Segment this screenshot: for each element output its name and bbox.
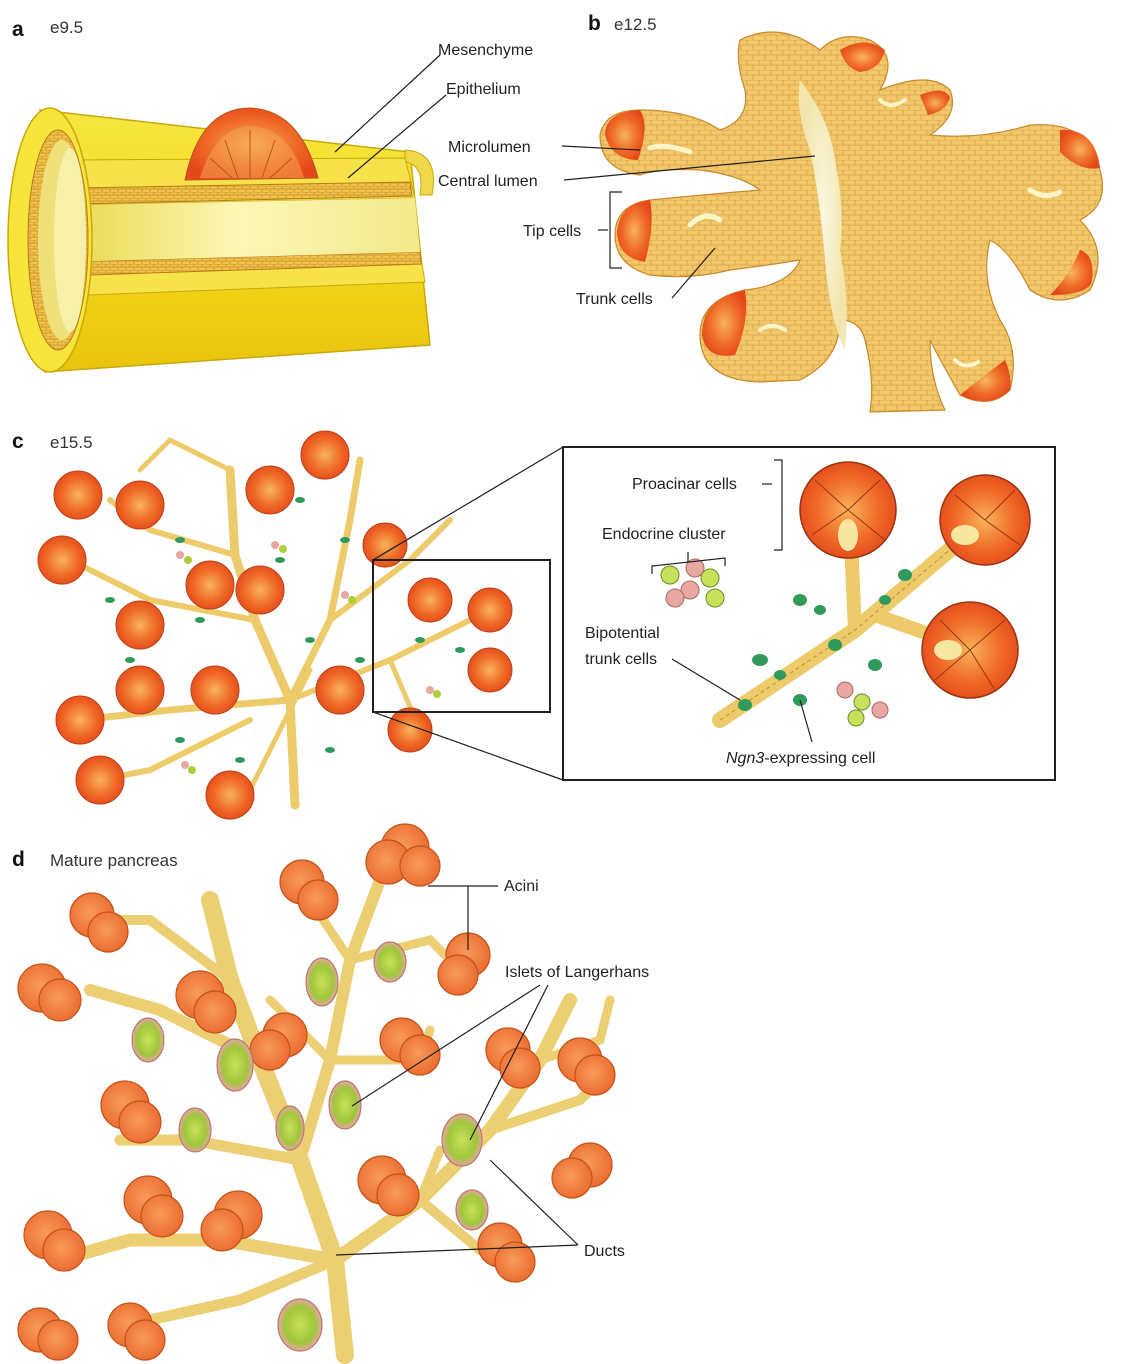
panel-c-stage: e15.5 xyxy=(50,433,93,452)
ngn3-label-rest: -expressing cell xyxy=(764,750,875,767)
acinus xyxy=(478,1223,535,1282)
proacinar-label: Proacinar cells xyxy=(632,476,737,493)
panel-c-letter: c xyxy=(12,430,24,453)
acinus xyxy=(24,1211,85,1271)
acinus xyxy=(70,893,128,952)
acinus xyxy=(101,1081,161,1143)
panel-a-stage: e9.5 xyxy=(50,18,83,37)
mesenchyme-label: Mesenchyme xyxy=(438,42,533,59)
acini-label: Acini xyxy=(504,878,539,895)
endocrine-cluster-label: Endocrine cluster xyxy=(602,526,726,543)
acinus xyxy=(552,1143,612,1198)
islet xyxy=(442,1114,482,1166)
tip-cells-label: Tip cells xyxy=(523,223,581,240)
acinus xyxy=(366,824,440,886)
bipotential-label-1: Bipotential xyxy=(585,625,660,642)
panel-d: d Mature pancreas xyxy=(12,824,649,1360)
acinus xyxy=(18,964,81,1021)
acinus xyxy=(18,1308,78,1360)
islet xyxy=(278,1299,322,1351)
panel-c: c e15.5 xyxy=(12,430,1055,819)
islet xyxy=(456,1190,488,1230)
panel-d-letter: d xyxy=(12,848,25,871)
ngn3-gene-name: Ngn3 xyxy=(726,750,764,767)
mesenchyme-leader xyxy=(335,55,440,152)
panel-b-letter: b xyxy=(588,12,601,35)
ducts-leader-1 xyxy=(336,1245,578,1255)
panel-b: b e12.5 Microlumen Central xyxy=(438,12,1103,412)
acinus xyxy=(558,1038,615,1095)
panel-d-stage: Mature pancreas xyxy=(50,851,178,870)
islet xyxy=(329,1081,361,1129)
acinus xyxy=(438,933,490,995)
panel-b-stage: e12.5 xyxy=(614,15,657,34)
acinus xyxy=(358,1156,419,1216)
central-lumen-label: Central lumen xyxy=(438,173,538,190)
islet xyxy=(276,1106,304,1150)
gut-tube-illustration xyxy=(8,108,433,372)
islet xyxy=(179,1108,211,1152)
branching-epithelium-illustration xyxy=(600,32,1103,412)
trunk-cells-label: Trunk cells xyxy=(576,291,653,308)
acinus xyxy=(108,1303,165,1360)
panel-a-letter: a xyxy=(12,18,24,41)
ngn3-label: Ngn3-expressing cell xyxy=(726,750,875,767)
panel-a: a e9.5 Mesenchyme xyxy=(8,18,533,372)
epithelium-label: Epithelium xyxy=(446,81,521,98)
acinus xyxy=(486,1028,540,1088)
islet xyxy=(374,942,406,982)
microlumen-label: Microlumen xyxy=(448,139,531,156)
zoom-box-small xyxy=(373,560,550,712)
islet xyxy=(217,1039,253,1091)
zoom-line-top xyxy=(373,447,563,560)
tip-acini-e15 xyxy=(38,431,512,819)
bipotential-label-2: trunk cells xyxy=(585,651,657,668)
islets-label: Islets of Langerhans xyxy=(505,964,649,981)
ducts-label: Ducts xyxy=(584,1243,625,1260)
acinus xyxy=(280,860,338,920)
acinus xyxy=(250,1013,307,1070)
islet xyxy=(306,958,338,1006)
islet xyxy=(132,1018,164,1062)
acinus xyxy=(124,1176,183,1237)
